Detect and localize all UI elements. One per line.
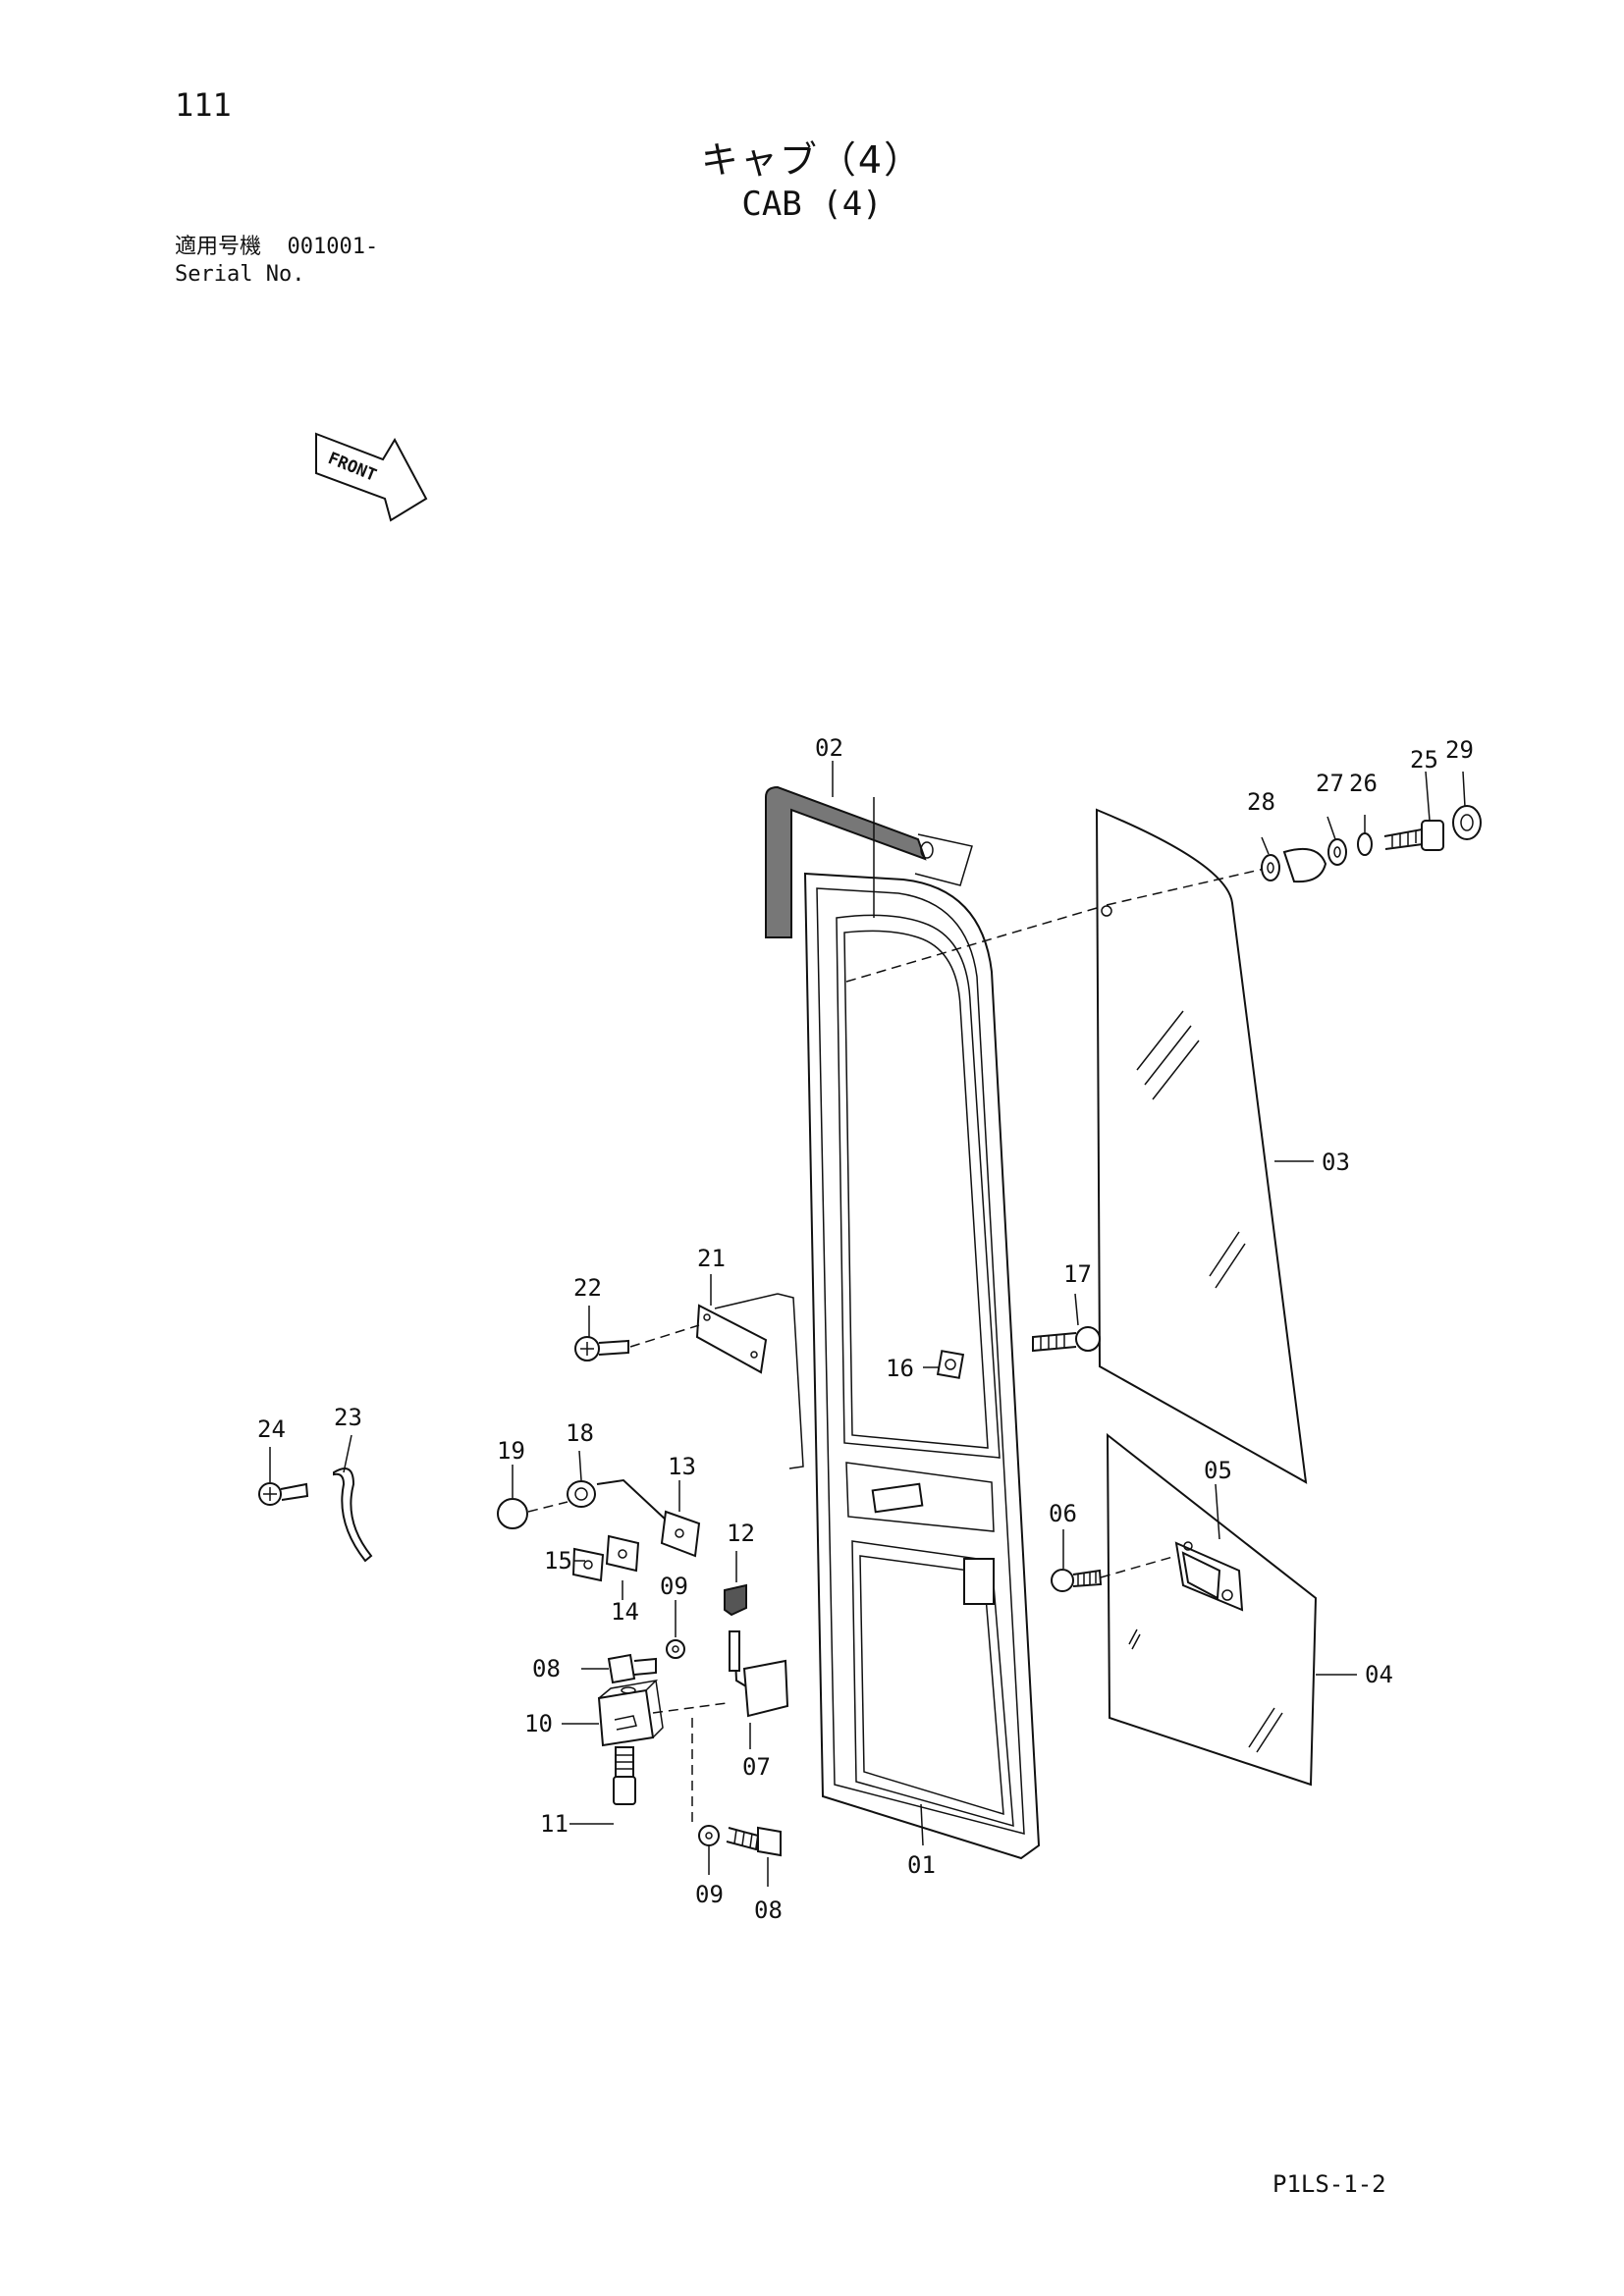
callout-03: 03: [1322, 1148, 1350, 1176]
upper-glass-fasteners: [845, 805, 1482, 983]
door-frame: [803, 872, 1041, 1860]
callout-23: 23: [334, 1404, 362, 1431]
callout-01: 01: [907, 1851, 936, 1879]
lower-glass: [1106, 1432, 1318, 1787]
upper-glass: [1095, 808, 1308, 1484]
callout-08-upper: 08: [532, 1655, 561, 1682]
callout-07: 07: [742, 1753, 771, 1781]
callout-18: 18: [566, 1419, 594, 1447]
clip-15: [571, 1547, 605, 1582]
washer-09-lower: [698, 1825, 720, 1846]
bolt-08-upper: [607, 1653, 657, 1684]
clip-14: [605, 1534, 640, 1573]
page-code: P1LS-1-2: [1272, 2170, 1386, 2198]
hinge-07: [729, 1630, 789, 1718]
block-10: [597, 1679, 728, 1826]
page-title-en: CAB (4): [741, 185, 883, 224]
callout-28: 28: [1247, 788, 1275, 816]
callout-10: 10: [524, 1710, 553, 1737]
callout-08-lower: 08: [754, 1896, 783, 1924]
callout-04: 04: [1365, 1661, 1393, 1688]
callout-29: 29: [1445, 736, 1474, 764]
callout-25: 25: [1410, 746, 1438, 774]
page-title-jp: キャブ（4）: [700, 138, 924, 182]
front-arrow-icon: FRONT: [315, 432, 428, 522]
callout-02: 02: [815, 734, 843, 762]
bolt-11: [613, 1746, 636, 1805]
washer-09-upper: [666, 1639, 685, 1659]
door-seal: [765, 785, 973, 938]
bolt-08-lower: [726, 1826, 782, 1857]
bolt-17: [1032, 1326, 1101, 1353]
callout-19: 19: [497, 1437, 525, 1465]
glass-hinge: [1174, 1541, 1244, 1612]
screw-24: [258, 1482, 309, 1506]
callout-13: 13: [668, 1453, 696, 1480]
callout-22: 22: [573, 1274, 602, 1302]
screw-22: [574, 1324, 700, 1362]
page-number: 111: [175, 86, 232, 124]
callout-15: 15: [544, 1547, 572, 1575]
bolt-06: [1051, 1555, 1177, 1592]
grommet-18: [567, 1480, 596, 1508]
callout-17: 17: [1063, 1260, 1092, 1288]
clip-23: [333, 1468, 373, 1563]
callout-24: 24: [257, 1415, 286, 1443]
serial-label-en: Serial No.: [175, 262, 305, 287]
serial-label-jp: 適用号機: [175, 235, 262, 259]
callout-16: 16: [886, 1355, 914, 1382]
clip-16: [936, 1350, 965, 1379]
cap-19: [497, 1498, 568, 1529]
callout-09-upper: 09: [660, 1573, 688, 1600]
callout-27: 27: [1316, 770, 1344, 797]
plug-12: [724, 1583, 747, 1617]
callout-21: 21: [697, 1245, 726, 1272]
callout-12: 12: [727, 1520, 755, 1547]
callout-09-lower: 09: [695, 1881, 724, 1908]
rod-13: [596, 1478, 701, 1558]
callout-labels: 02 28 27 26 25 29 03 17 21 22 16 23 24 1…: [257, 734, 1474, 1924]
callout-05: 05: [1204, 1457, 1232, 1484]
callout-14: 14: [611, 1598, 639, 1626]
plate-21: [695, 1293, 804, 1469]
callout-26: 26: [1349, 770, 1378, 797]
serial-block: 適用号機 001001- Serial No.: [175, 234, 378, 289]
serial-value: 001001-: [287, 235, 379, 259]
callout-11: 11: [540, 1810, 568, 1838]
leader-lines: [269, 761, 1466, 1887]
callout-06: 06: [1049, 1500, 1077, 1527]
